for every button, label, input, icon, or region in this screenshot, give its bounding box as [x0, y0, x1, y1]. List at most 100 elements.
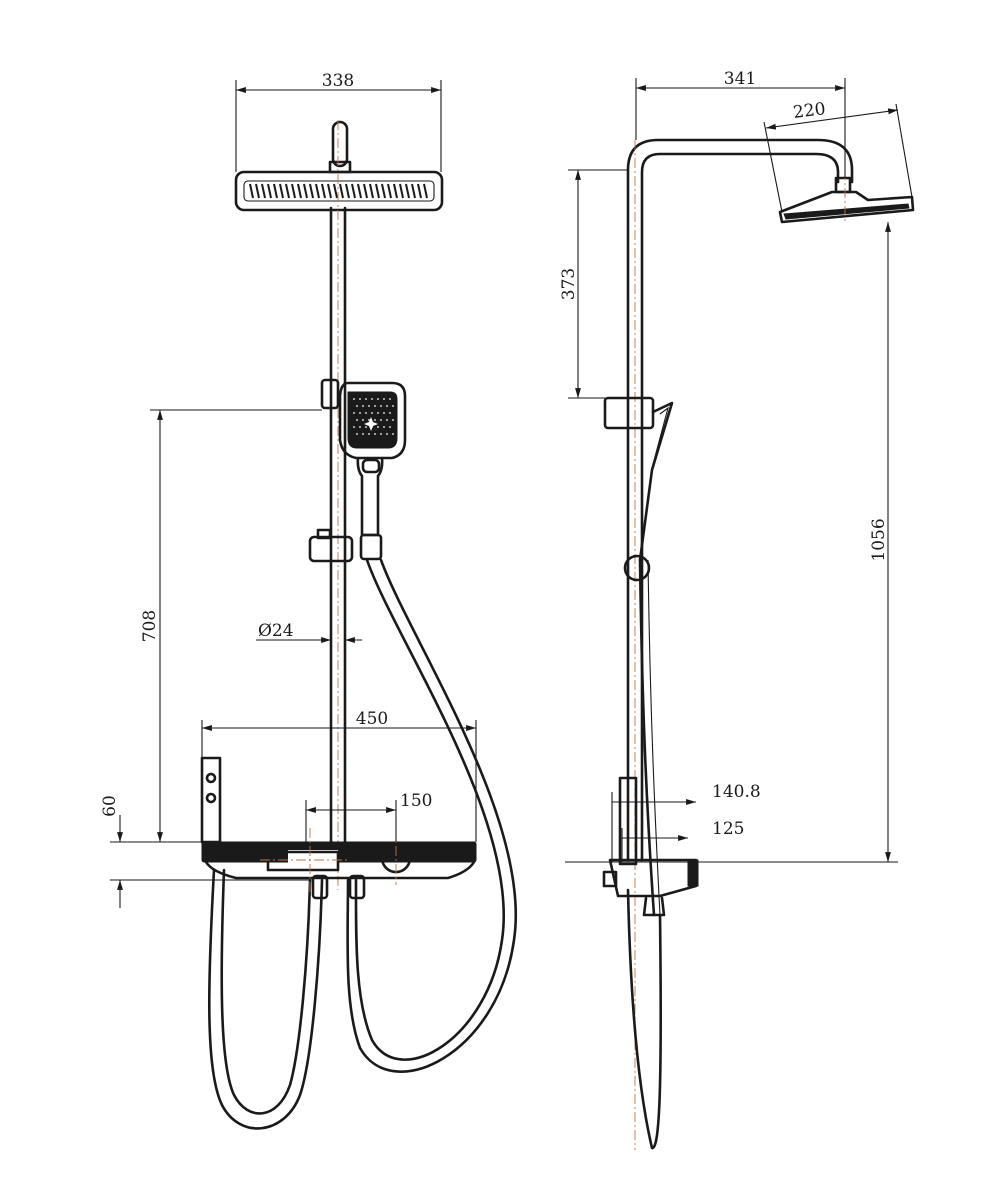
- riser-pipe: [329, 120, 347, 890]
- dimension-wall-offset: 125: [621, 819, 744, 862]
- spray-dot: [371, 412, 373, 414]
- spray-dot: [380, 433, 382, 435]
- dimension-valve-depth: 140.8: [611, 782, 761, 862]
- spray-dot: [389, 412, 391, 414]
- spray-dot: [365, 426, 367, 428]
- nozzle-mark: [285, 183, 290, 199]
- hand-shower: [320, 378, 407, 561]
- side-riser-arm: [626, 138, 854, 1150]
- spray-dot: [386, 419, 388, 421]
- spray-dot: [359, 398, 361, 400]
- nozzle-mark: [273, 183, 278, 199]
- nozzle-mark: [297, 183, 302, 199]
- spray-dot: [380, 405, 382, 407]
- spray-dot: [359, 426, 361, 428]
- label-valve-depth: 140.8: [712, 782, 761, 802]
- spray-dot: [353, 412, 355, 414]
- dimension-holder-to-top: 373: [559, 169, 628, 399]
- nozzle-mark: [333, 183, 338, 199]
- side-shower-head: [778, 170, 915, 224]
- dimension-shelf-thickness: 60: [100, 795, 310, 908]
- nozzle-mark: [291, 183, 296, 199]
- spray-dot: [377, 398, 379, 400]
- spray-dot: [392, 433, 394, 435]
- side-view: 341 220 373 1056 140.8: [559, 69, 915, 1150]
- dimension-arm-reach: 341: [635, 69, 846, 178]
- nozzle-mark: [405, 183, 410, 199]
- spray-dot: [353, 398, 355, 400]
- spray-dot: [365, 412, 367, 414]
- nozzle-mark: [249, 183, 254, 199]
- spray-dot: [368, 419, 370, 421]
- nozzle-mark: [255, 183, 260, 199]
- label-head-width: 338: [322, 71, 354, 91]
- spray-dot: [353, 426, 355, 428]
- spray-dot: [362, 433, 364, 435]
- spray-dot: [356, 405, 358, 407]
- spray-dot: [383, 412, 385, 414]
- label-shelf-width: 450: [356, 709, 388, 729]
- spray-dot: [389, 398, 391, 400]
- nozzle-mark: [399, 183, 404, 199]
- spray-dot: [389, 426, 391, 428]
- label-overall-height: 1056: [869, 518, 889, 561]
- spray-dot: [365, 398, 367, 400]
- nozzle-mark: [369, 183, 374, 199]
- label-shelf-thickness: 60: [100, 795, 120, 817]
- spray-dot: [386, 405, 388, 407]
- slide-holder: [308, 528, 354, 563]
- dimension-center-spacing: 150: [305, 791, 432, 842]
- dimension-head-width: 338: [235, 71, 442, 172]
- nozzle-mark: [261, 183, 266, 199]
- nozzle-mark: [381, 183, 386, 199]
- hand-shower-hose: [207, 558, 517, 1130]
- dimension-head-depth: 220: [763, 99, 913, 213]
- nozzle-mark: [357, 183, 362, 199]
- overhead-shower-head: [234, 120, 444, 212]
- mixer-shelf: [200, 756, 477, 900]
- spray-dot: [374, 433, 376, 435]
- spray-dot: [371, 398, 373, 400]
- spray-dot: [383, 398, 385, 400]
- nozzle-mark: [309, 183, 314, 199]
- side-holder: [603, 396, 674, 582]
- spray-dot: [362, 405, 364, 407]
- side-mixer: [602, 558, 699, 1150]
- spray-dot: [383, 426, 385, 428]
- label-head-depth: 220: [792, 99, 827, 123]
- dimension-handshower-height: 708: [140, 409, 322, 843]
- spray-dot: [362, 419, 364, 421]
- spray-dot: [356, 419, 358, 421]
- spray-dot: [374, 419, 376, 421]
- nozzle-row: [249, 183, 428, 199]
- nozzle-mark: [345, 183, 350, 199]
- dimension-pipe-diameter: Ø24: [256, 621, 362, 643]
- spray-dots: [353, 398, 394, 435]
- label-wall-offset: 125: [712, 819, 744, 839]
- nozzle-mark: [303, 183, 308, 199]
- dimension-shelf-width: 450: [201, 709, 477, 842]
- label-handshower-height: 708: [140, 610, 160, 642]
- nozzle-mark: [423, 183, 428, 199]
- nozzle-mark: [327, 183, 332, 199]
- label-center-spacing: 150: [400, 791, 432, 811]
- nozzle-mark: [387, 183, 392, 199]
- label-holder-to-top: 373: [559, 268, 579, 300]
- nozzle-mark: [375, 183, 380, 199]
- spray-dot: [368, 433, 370, 435]
- spray-dot: [386, 433, 388, 435]
- nozzle-mark: [393, 183, 398, 199]
- nozzle-mark: [315, 183, 320, 199]
- label-pipe-diameter: Ø24: [258, 621, 294, 641]
- spray-dot: [377, 412, 379, 414]
- front-view: 338 708 Ø24 450 150: [100, 71, 517, 1130]
- spray-dot: [356, 433, 358, 435]
- spray-dot: [392, 405, 394, 407]
- nozzle-mark: [417, 183, 422, 199]
- spray-dot: [359, 412, 361, 414]
- nozzle-mark: [267, 183, 272, 199]
- dimension-overall-height: 1056: [565, 222, 898, 863]
- nozzle-mark: [321, 183, 326, 199]
